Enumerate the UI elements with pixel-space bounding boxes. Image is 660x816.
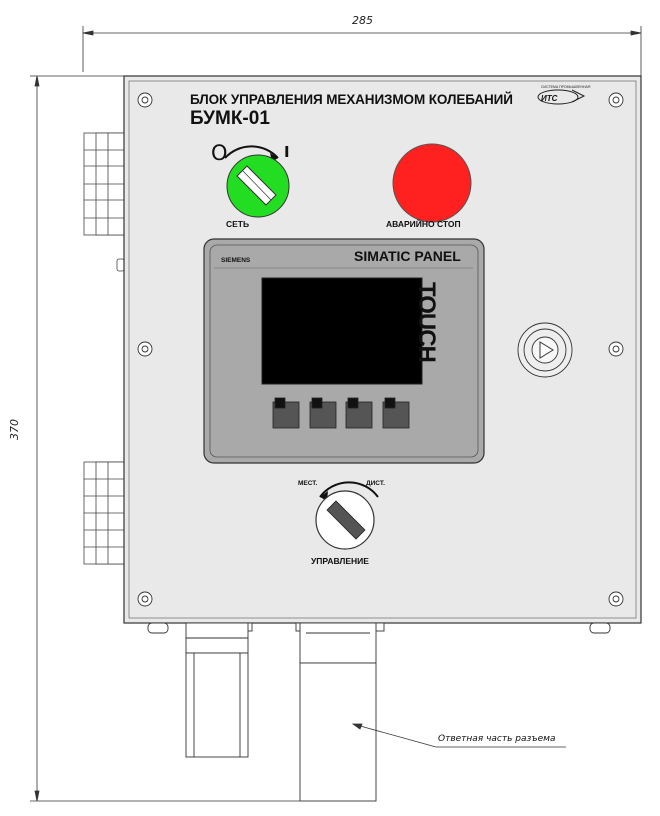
mounting-screws xyxy=(137,92,624,607)
emergency-stop-label: АВАРИЙНО СТОП xyxy=(386,219,461,229)
mode-switch[interactable] xyxy=(315,481,379,550)
left-connector-top xyxy=(83,132,125,236)
emergency-stop-button[interactable] xyxy=(392,143,472,223)
screw-icon xyxy=(608,341,624,357)
screw-icon xyxy=(137,92,153,108)
softkey[interactable] xyxy=(272,397,300,429)
panel-model: БУМК-01 xyxy=(190,108,270,129)
mode-remote-label: ДИСТ. xyxy=(366,480,385,487)
play-button[interactable] xyxy=(517,322,573,378)
play-icon xyxy=(539,341,554,359)
mode-local-label: МЕСТ. xyxy=(298,480,318,487)
bottom-connector-right xyxy=(299,622,377,802)
softkey[interactable] xyxy=(309,397,337,429)
dimension-height-label: 370 xyxy=(8,419,21,440)
dimension-width-label: 285 xyxy=(352,14,373,27)
power-off-symbol: O xyxy=(211,141,228,165)
hmi-brand: SIEMENS xyxy=(221,257,251,264)
bottom-connector-left xyxy=(185,622,249,758)
power-on-symbol: I xyxy=(284,143,290,161)
softkey[interactable] xyxy=(382,397,410,429)
screw-icon xyxy=(608,92,624,108)
hmi-side-text: TOUCH xyxy=(413,282,440,362)
left-connector-bottom xyxy=(83,461,125,565)
screw-icon xyxy=(608,591,624,607)
screw-icon xyxy=(137,341,153,357)
hmi-softkeys xyxy=(272,397,410,429)
logo-text: ИТС xyxy=(541,94,558,103)
power-switch[interactable] xyxy=(224,145,290,218)
mode-switch-label: УПРАВЛЕНИЕ xyxy=(311,556,369,566)
side-latch xyxy=(116,258,125,272)
width-dimension xyxy=(82,26,642,76)
note-leader xyxy=(351,723,566,748)
height-dimension xyxy=(30,75,300,802)
softkey[interactable] xyxy=(345,397,373,429)
hmi-screen[interactable] xyxy=(261,277,423,385)
panel-title: БЛОК УПРАВЛЕНИЯ МЕХАНИЗМОМ КОЛЕБАНИЙ xyxy=(190,92,513,107)
hmi-model: SIMATIC PANEL xyxy=(354,248,461,264)
hmi-panel xyxy=(203,238,485,464)
connector-note: Ответная часть разъема xyxy=(438,734,556,744)
power-switch-label: СЕТЬ xyxy=(226,219,250,229)
screw-icon xyxy=(137,591,153,607)
logo-tagline: СИСТЕМА ПРОМЫШЛЕННАЯ xyxy=(541,85,591,89)
its-logo-icon xyxy=(537,89,586,105)
